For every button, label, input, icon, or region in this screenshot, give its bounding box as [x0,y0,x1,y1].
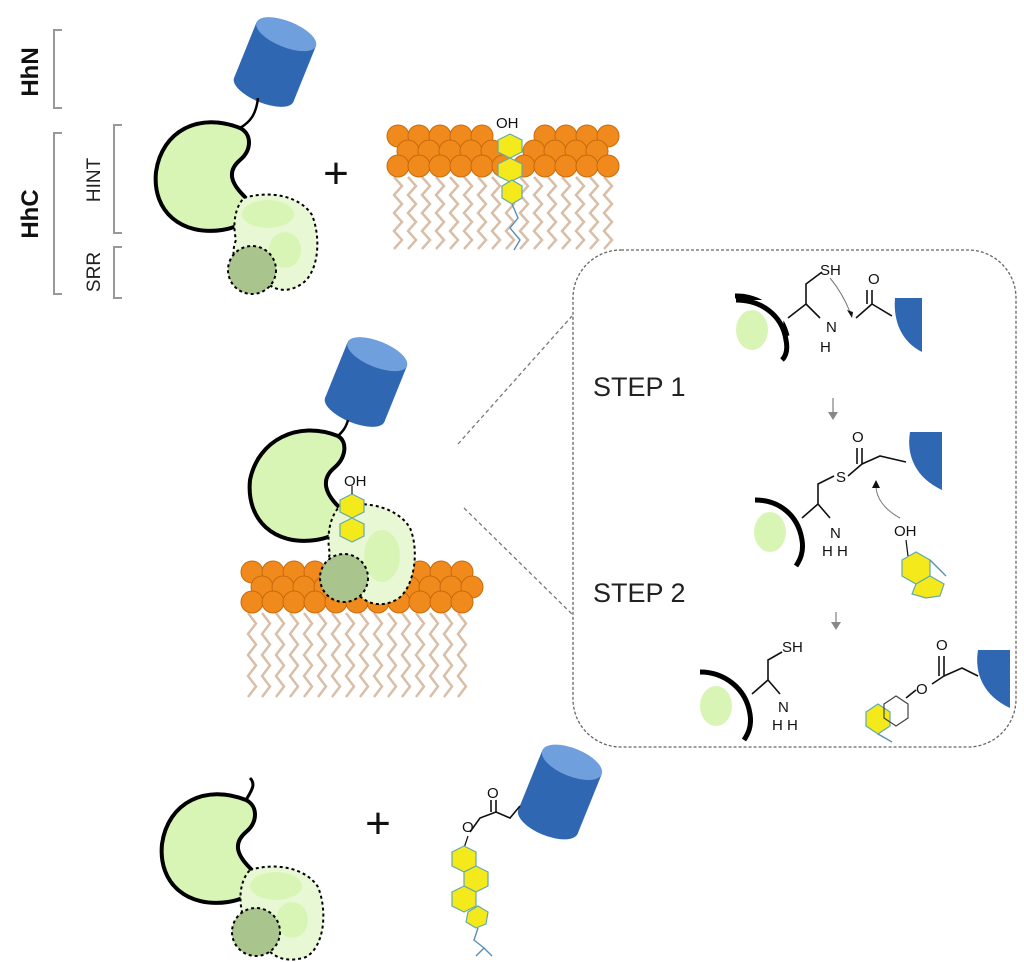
lipid-tail [456,612,468,698]
lipid-tail [372,612,384,698]
n-atom-2: N [830,525,841,542]
o-atom-1: O [868,271,880,288]
lipid-head [240,590,264,614]
lipid-tail [602,176,614,250]
lipid-tails-top [392,176,614,250]
lipid-tail [574,176,586,250]
hint-domain-top [153,120,253,233]
lipid-head [554,154,578,178]
h-atom-1: H [820,339,831,356]
precursor-protein-top [153,17,319,295]
lipid-tail [462,176,474,250]
n-atom-1: N [826,319,837,336]
o-carbonyl-bottom: O [487,785,499,802]
lipid-tail [476,176,488,250]
oh-label-top: OH [496,115,519,132]
hint-label: HINT [84,157,105,202]
lipid-tail [546,176,558,250]
lipid-tail [406,176,418,250]
zoom-line-upper [457,315,573,445]
s-atom-2: S [836,469,846,486]
hh-atom-3: H H [772,717,798,734]
lipid-tail [386,612,398,698]
lipid-tail [428,612,440,698]
cholesterol-top: OH [496,115,523,251]
sh-atom-3: SH [782,639,803,656]
lipid-tail [316,612,328,698]
cholesterol-modified-hhn-bottom: O O [451,744,603,957]
lipid-tail [392,176,404,250]
membrane-top: OH [386,115,620,251]
hhn-cylinder-top [233,17,317,107]
lipid-tail [358,612,370,698]
lipid-head [407,154,431,178]
hhn-label: HhN [17,47,44,96]
lipid-tail [288,612,300,698]
cholesterol-middle: OH [339,473,367,543]
lipid-head [450,590,474,614]
lipid-tail [274,612,286,698]
o-ester-atom-3: O [916,681,928,698]
mechanism-panel [572,249,1017,748]
lipid-head [596,154,620,178]
arrow-step-2 [831,612,841,630]
hhc-label: HhC [17,189,44,238]
srr-label: SRR [84,252,105,292]
o-atom-2: O [852,429,864,446]
lipid-tail [588,176,600,250]
lipid-head [261,590,285,614]
lipid-head [303,590,327,614]
lipid-head [428,154,452,178]
o-carbonyl-atom-3: O [936,637,948,654]
lipid-tail [330,612,342,698]
sh-atom-1: SH [820,262,841,279]
o-ester-bottom: O [462,819,474,836]
arrow-step-1 [828,398,838,420]
lipid-head [408,590,432,614]
lipid-tail [490,176,502,250]
lipid-tail [518,176,530,250]
n-atom-3: N [778,699,789,716]
bound-protein-middle: OH [247,337,416,606]
oh-atom-2: OH [894,523,917,540]
lipid-head [429,590,453,614]
structure-1: SH N H O [734,262,922,362]
lipid-tail [260,612,272,698]
structure-2: S O N H H OH [754,429,947,599]
lipid-head [533,154,557,178]
hint-domain-middle [247,428,347,543]
lipid-head [470,154,494,178]
plus-sign-top: + [323,149,349,198]
lipid-tail [414,612,426,698]
lipid-head [449,154,473,178]
lipid-head [282,590,306,614]
lipid-tail [448,176,460,250]
lipid-tail [434,176,446,250]
srr-circle-middle [319,553,369,603]
oh-label-middle: OH [344,473,367,490]
step-2-label: STEP 2 [593,578,686,608]
lipid-tail [420,176,432,250]
lipid-tail [532,176,544,250]
plus-sign-bottom: + [365,799,391,848]
lipid-head [386,154,410,178]
srr-circle-top [227,245,277,295]
step-1-label: STEP 1 [593,372,686,402]
lipid-head [575,154,599,178]
domain-brackets [53,29,122,299]
hhn-cylinder-middle [324,337,408,427]
lipid-tail [400,612,412,698]
lipid-tail [442,612,454,698]
lipid-tail [560,176,572,250]
lipid-tail [246,612,258,698]
lipid-tail [302,612,314,698]
hh-atom-2: H H [822,543,848,560]
zoom-line-lower [463,507,577,619]
structure-3: SH N H H O O [699,637,1010,743]
lipid-tail [344,612,356,698]
lipid-tails-middle [246,612,468,698]
hhc-product-bottom [159,776,325,961]
